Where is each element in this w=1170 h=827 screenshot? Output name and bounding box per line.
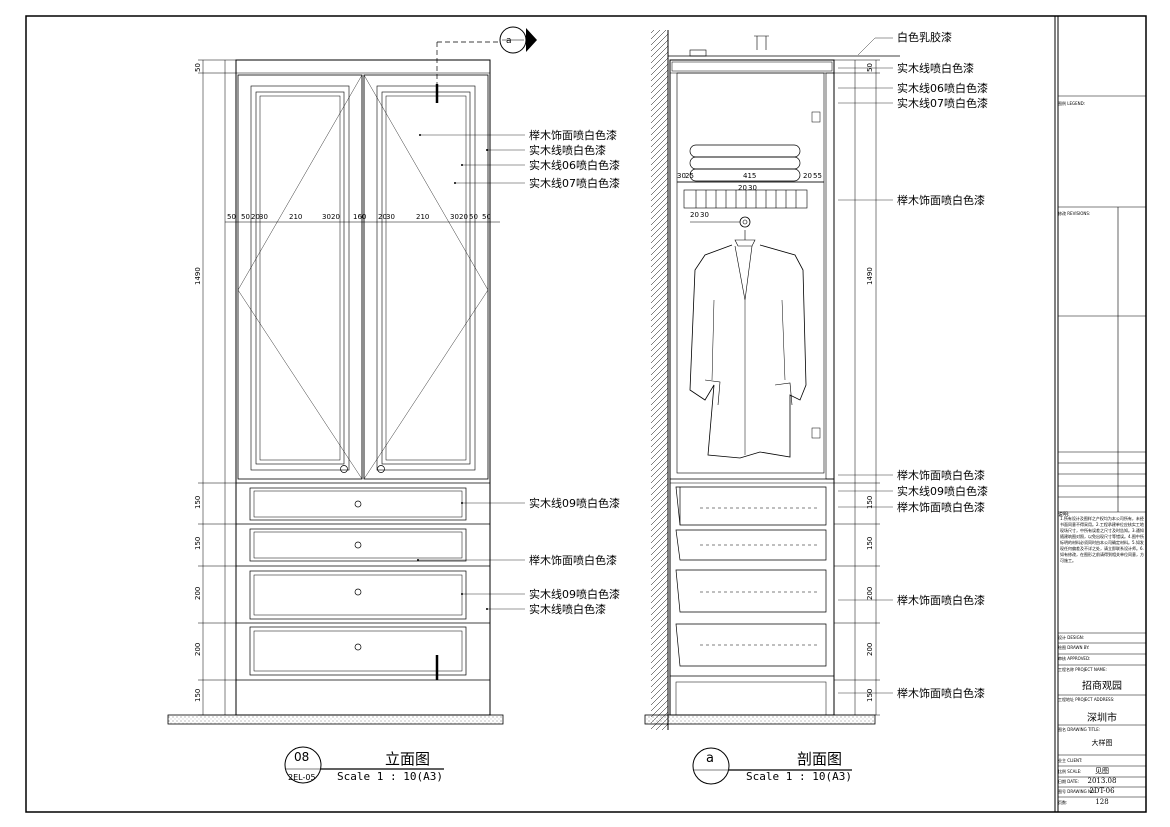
- shelf-dim: 30: [748, 184, 757, 192]
- section-callout: 榉木饰面喷白色漆: [897, 687, 985, 700]
- elevation-callout: 实木线喷白色漆: [529, 144, 606, 157]
- section-callout: 白色乳胶漆: [897, 31, 952, 44]
- elevation-callout: 实木线喷白色漆: [529, 603, 606, 616]
- shelf-dim: 30: [677, 172, 686, 180]
- titleblock-grid: [1058, 95, 1146, 798]
- door-dim: 30: [450, 213, 459, 221]
- right-dim: 200: [866, 642, 874, 656]
- right-dim: 50: [866, 63, 874, 72]
- scale-label: 比例 SCALE:: [1058, 769, 1082, 774]
- right-dim: 200: [866, 586, 874, 600]
- elevation-callout: 实木线09喷白色漆: [529, 497, 620, 510]
- door-dim: 50: [482, 213, 491, 221]
- notes-text: 1.所有设计及图样之产权均为本公司所有，未经书面同意不得采用。2.工程承建单位应…: [1060, 516, 1144, 563]
- sheet-border: [25, 15, 1147, 813]
- section-marker-label: a: [506, 36, 512, 46]
- left-dim: 1490: [194, 267, 202, 285]
- door-dim: 20: [331, 213, 340, 221]
- elevation-title: 立面图: [385, 750, 431, 768]
- section-drawing: [644, 30, 900, 785]
- left-dim: 50: [194, 63, 202, 72]
- date-label: 日期 DATE:: [1058, 779, 1080, 784]
- left-dim: 200: [194, 642, 202, 656]
- shelf-dim: 415: [743, 172, 757, 180]
- shelf-dim: 20: [803, 172, 812, 180]
- left-dim: 150: [194, 495, 202, 509]
- client-label: 业主 CLIENT:: [1058, 758, 1083, 763]
- elevation-drawing: [167, 26, 537, 784]
- scale-value: 见图: [1095, 767, 1109, 775]
- project-name: 招商观园: [1082, 681, 1122, 692]
- drawing-no: 2DT-06: [1089, 787, 1115, 795]
- left-dim: 200: [194, 586, 202, 600]
- checked-label: 审核 APPROVED:: [1058, 656, 1091, 661]
- shelf-dim: 30: [700, 211, 709, 219]
- section-callout: 实木线07喷白色漆: [897, 97, 988, 110]
- shelf-dim: 20: [690, 211, 699, 219]
- notes-label: 说明:: [1058, 512, 1070, 518]
- elevation-callout: 实木线06喷白色漆: [529, 159, 620, 172]
- section-callout: 实木线09喷白色漆: [897, 485, 988, 498]
- door-dim: 160: [353, 213, 367, 221]
- drawing-title: 大样图: [1091, 739, 1113, 747]
- door-dim: 20: [251, 213, 260, 221]
- right-dim: 150: [866, 688, 874, 702]
- door-dim: 30: [259, 213, 268, 221]
- drawn-label: 绘图 DRAWN BY:: [1058, 645, 1090, 650]
- door-dim: 50: [227, 213, 236, 221]
- door-dim: 30: [322, 213, 331, 221]
- right-dim: 1490: [866, 267, 874, 285]
- shelf-dim: 55: [813, 172, 822, 180]
- date-value: 2013.08: [1087, 777, 1117, 785]
- section-callout: 榉木饰面喷白色漆: [897, 594, 985, 607]
- door-dim: 50: [241, 213, 250, 221]
- designer-label: 设计 DESIGN:: [1058, 635, 1085, 640]
- section-title-marker: a: [706, 751, 714, 766]
- shelf-dim: 20: [738, 184, 747, 192]
- door-dim: 20: [378, 213, 387, 221]
- address-label: 工程地址 PROJECT ADDRESS:: [1058, 697, 1115, 702]
- door-dim: 20: [459, 213, 468, 221]
- elevation-callout: 实木线09喷白色漆: [529, 588, 620, 601]
- elevation-callout: 榉木饰面喷白色漆: [529, 129, 617, 142]
- elevation-scale: Scale 1 : 10(A3): [337, 770, 443, 783]
- right-dim: 150: [866, 536, 874, 550]
- door-dim: 50: [469, 213, 478, 221]
- right-dim: 150: [866, 495, 874, 509]
- door-dim: 30: [386, 213, 395, 221]
- left-dim: 150: [194, 536, 202, 550]
- section-callout: 实木线喷白色漆: [897, 62, 974, 75]
- drawing-title-label: 图名 DRAWING TITLE:: [1058, 727, 1101, 732]
- drawing-no-label: 图号 DRAWING NO:: [1058, 789, 1096, 794]
- elevation-title-ref: 2EL-05: [288, 773, 316, 782]
- left-dim: 150: [194, 688, 202, 702]
- elevation-title-number: 08: [294, 750, 310, 764]
- section-callout: 实木线06喷白色漆: [897, 82, 988, 95]
- elevation-callout: 榉木饰面喷白色漆: [529, 554, 617, 567]
- door-dim: 210: [416, 213, 430, 221]
- section-callout: 榉木饰面喷白色漆: [897, 501, 985, 514]
- page-label: 页数:: [1058, 800, 1068, 805]
- section-callout: 榉木饰面喷白色漆: [897, 469, 985, 482]
- project-address: 深圳市: [1087, 713, 1117, 724]
- shelf-dim: 25: [685, 172, 694, 180]
- project-label: 工程名称 PROJECT NAME:: [1058, 667, 1107, 672]
- page-no: 128: [1095, 798, 1109, 806]
- section-title: 剖面图: [797, 750, 843, 768]
- elevation-callout: 实木线07喷白色漆: [529, 177, 620, 190]
- legend-label: 图例 LEGEND:: [1058, 101, 1086, 106]
- section-scale: Scale 1 : 10(A3): [746, 770, 852, 783]
- revision-label: 修改 REVISIONS:: [1058, 211, 1091, 216]
- door-dim: 210: [289, 213, 303, 221]
- section-callout: 榉木饰面喷白色漆: [897, 194, 985, 207]
